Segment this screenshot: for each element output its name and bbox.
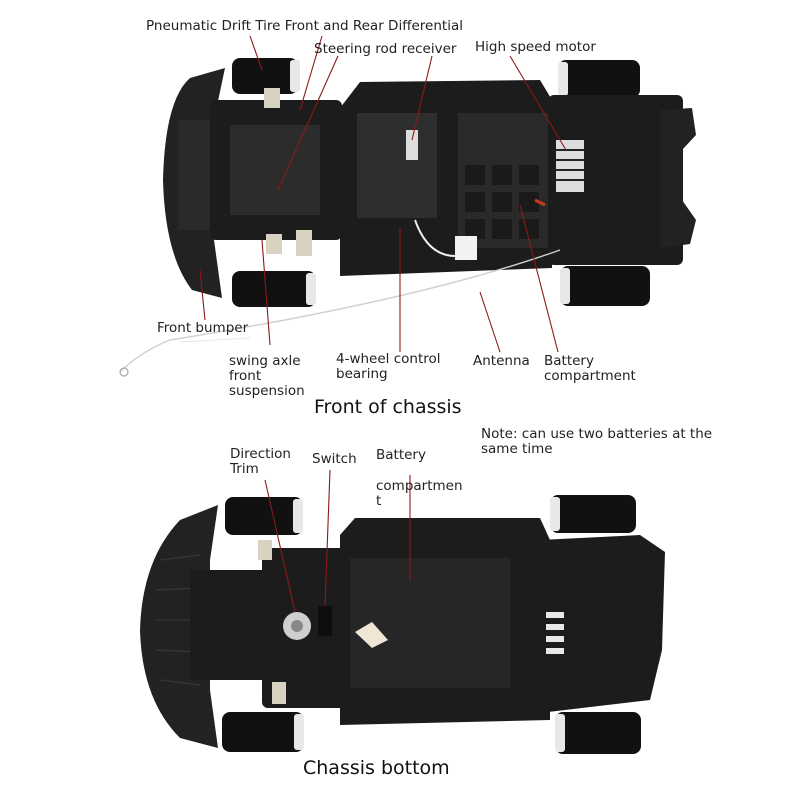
label-front-bumper: Front bumper [157, 320, 249, 336]
bottom-front-right-tire [222, 712, 304, 752]
label-antenna: Antenna [473, 353, 530, 369]
label-direction-trim-line1: Direction [230, 446, 291, 462]
label-swing-axle-line3: suspension [229, 383, 305, 399]
high-speed-motor [556, 140, 584, 192]
label-battery-compartment-line1: Battery [544, 353, 594, 369]
antenna-wire [119, 249, 561, 373]
note-line2: same time [481, 441, 553, 457]
top-leader-lines [199, 35, 567, 353]
label-steering-rod-receiver: Steering rod receiver [314, 41, 457, 57]
caption-chassis-bottom: Chassis bottom [303, 757, 450, 779]
bottom-leader-lines [264, 469, 411, 613]
note-line1: Note: can use two batteries at the [481, 426, 713, 442]
bottom-front-left-tire [225, 497, 303, 535]
bottom-front-bumper [140, 505, 218, 748]
bottom-rear-section [540, 535, 665, 712]
label-control-bearing-line2: bearing [336, 366, 388, 382]
power-switch [318, 606, 332, 636]
rear-right-tire [560, 266, 650, 306]
top-chassis-view [119, 58, 696, 377]
label-swing-axle-line2: front [229, 368, 262, 384]
label-bottom-battery-line3: t [376, 493, 382, 509]
bottom-motor-vents [546, 612, 564, 654]
label-swing-axle-line1: swing axle [229, 353, 301, 369]
front-right-tire [232, 271, 316, 307]
label-bottom-battery-line2: compartmen [376, 478, 463, 494]
label-bottom-battery-line1: Battery [376, 447, 426, 463]
label-direction-trim-line2: Trim [230, 461, 259, 477]
rear-differential-block [548, 95, 683, 265]
caption-front-of-chassis: Front of chassis [314, 396, 462, 418]
front-left-tire [232, 58, 300, 94]
label-high-speed-motor: High speed motor [475, 39, 596, 55]
label-control-bearing-line1: 4-wheel control [336, 351, 441, 367]
rear-left-tire [558, 60, 640, 98]
bottom-chassis-view [140, 495, 665, 754]
label-switch: Switch [312, 451, 357, 467]
label-pneumatic-drift-tire: Pneumatic Drift Tire Front and Rear Diff… [146, 18, 463, 34]
label-battery-compartment-line2: compartment [544, 368, 636, 384]
bottom-rear-left-tire [550, 495, 636, 533]
bottom-rear-right-tire [555, 712, 641, 754]
